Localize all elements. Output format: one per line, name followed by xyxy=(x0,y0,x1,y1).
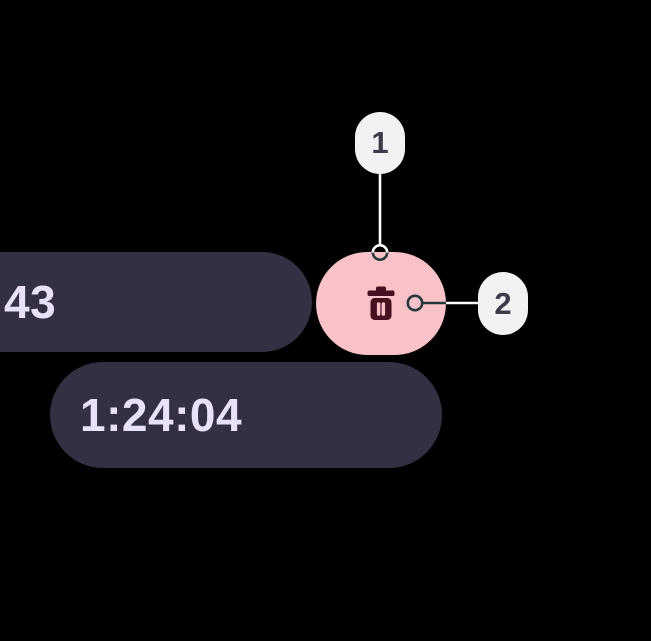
callout-badge-2: 2 xyxy=(478,272,528,335)
time-chip-cropped-label: 43 xyxy=(4,276,57,328)
time-chip: 1:24:04 xyxy=(50,362,442,468)
delete-button[interactable] xyxy=(316,252,446,355)
trash-icon xyxy=(363,285,399,322)
callout-badge-1-label: 1 xyxy=(371,125,389,160)
time-chip-cropped: 43 xyxy=(0,252,312,352)
time-chip-label: 1:24:04 xyxy=(80,389,243,441)
callout-badge-2-label: 2 xyxy=(494,285,512,321)
callout-badge-1: 1 xyxy=(355,112,405,174)
